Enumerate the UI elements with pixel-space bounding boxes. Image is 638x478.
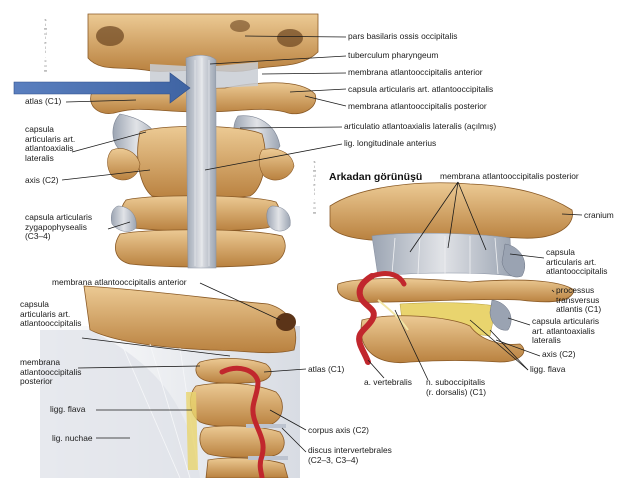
label-lig-longitudinale: lig. longitudinale anterius [344,138,437,148]
vertebral-artery-side [219,365,266,478]
label-ligg-flava-side: ligg. flava [50,404,86,414]
disc [248,456,288,460]
label-cranium: cranium [584,210,614,220]
label-capsula-atlantooccipitalis-top: capsula articularis art. atlantooccipita… [348,84,494,94]
label-articulatio-atlantoaxialis: articulatio atlantoaxialis lateralis (aç… [344,121,497,131]
label-membrana-posterior-back: membrana atlantooccipitalis posterior [440,171,579,181]
label-capsula-zygapophysealis: capsula articularis zygapophysealis (C3–… [25,212,93,242]
label-membrana-posterior-top: membrana atlantooccipitalis posterior [348,101,487,111]
anterior-longitudinal-ligament [185,54,217,269]
occipital-hollow [230,20,250,32]
posterior-view [329,182,575,365]
axis-posterior [360,315,525,364]
label-pars-basilaris: pars basilaris ossis occipitalis [348,31,458,41]
leader-lines [61,35,583,453]
label-membrana-anterior-side: membrana atlantooccipitalis anterior [52,277,187,287]
occipital-hollow [277,29,303,47]
label-discus-intervertebrales: discus intervertebrales (C2–3, C3–4) [308,445,392,465]
anterior-view [87,13,319,269]
watermark-vertical-left: s i m d i e l i . c o m [43,17,48,73]
vertebra-side [199,425,285,458]
back-view-heading: Arkadan görünüşü [329,171,423,183]
label-corpus-axis: corpus axis (C2) [308,425,369,435]
label-atlas-top: atlas (C1) [25,96,62,106]
ligg-flava-side [186,392,198,470]
vertebral-artery [356,273,377,365]
label-atlas-side: atlas (C1) [308,364,345,374]
suboccipital-nerve [377,299,409,331]
axis-side [190,382,283,428]
label-axis-back: axis (C2) [542,349,576,359]
label-capsula-atlantooccipitalis-side: capsula articularis art. atlantooccipita… [20,299,82,329]
occipital-hollow [96,26,124,46]
pointer-arrow-icon [13,72,191,104]
zygapophyseal-capsule [266,205,291,232]
label-capsula-atlantooccipitalis-back: capsula articularis art. atlantooccipita… [546,247,608,277]
label-lig-nuchae: lig. nuchae [52,433,93,443]
label-n-suboccipitalis: n. suboccipitalis (r. dorsalis) (C1) [426,377,487,397]
disc [246,424,286,428]
lig-nuchae-fan [40,330,200,478]
label-processus-transversus: processus transversus atlantis (C1) [556,285,602,315]
axis-wing [258,148,295,181]
label-a-vertebralis: a. vertebralis [364,377,412,387]
zygapophyseal-capsule [111,205,137,232]
label-capsula-atlantoaxialis-back: capsula articularis art. atlantoaxialis … [532,316,600,346]
label-ligg-flava-back: ligg. flava [530,364,566,374]
capsule-right [501,243,526,278]
watermark-vertical-right: s i m d i e l i . c o m [312,159,317,215]
label-membrana-posterior-side: membrana atlantooccipitalis posterior [20,357,82,387]
capsule-lower-right [489,299,512,331]
atlas-posterior [337,278,575,303]
label-membrana-anterior-top: membrana atlantooccipitalis anterior [348,67,483,77]
posterior-membrane [371,232,513,277]
label-tuberculum-pharyngeum: tuberculum pharyngeum [348,50,439,60]
median-view [40,285,300,478]
label-axis-top: axis (C2) [25,175,59,185]
label-capsula-atlantoaxialis-top: capsula articularis art. atlantoaxialis … [25,124,76,163]
